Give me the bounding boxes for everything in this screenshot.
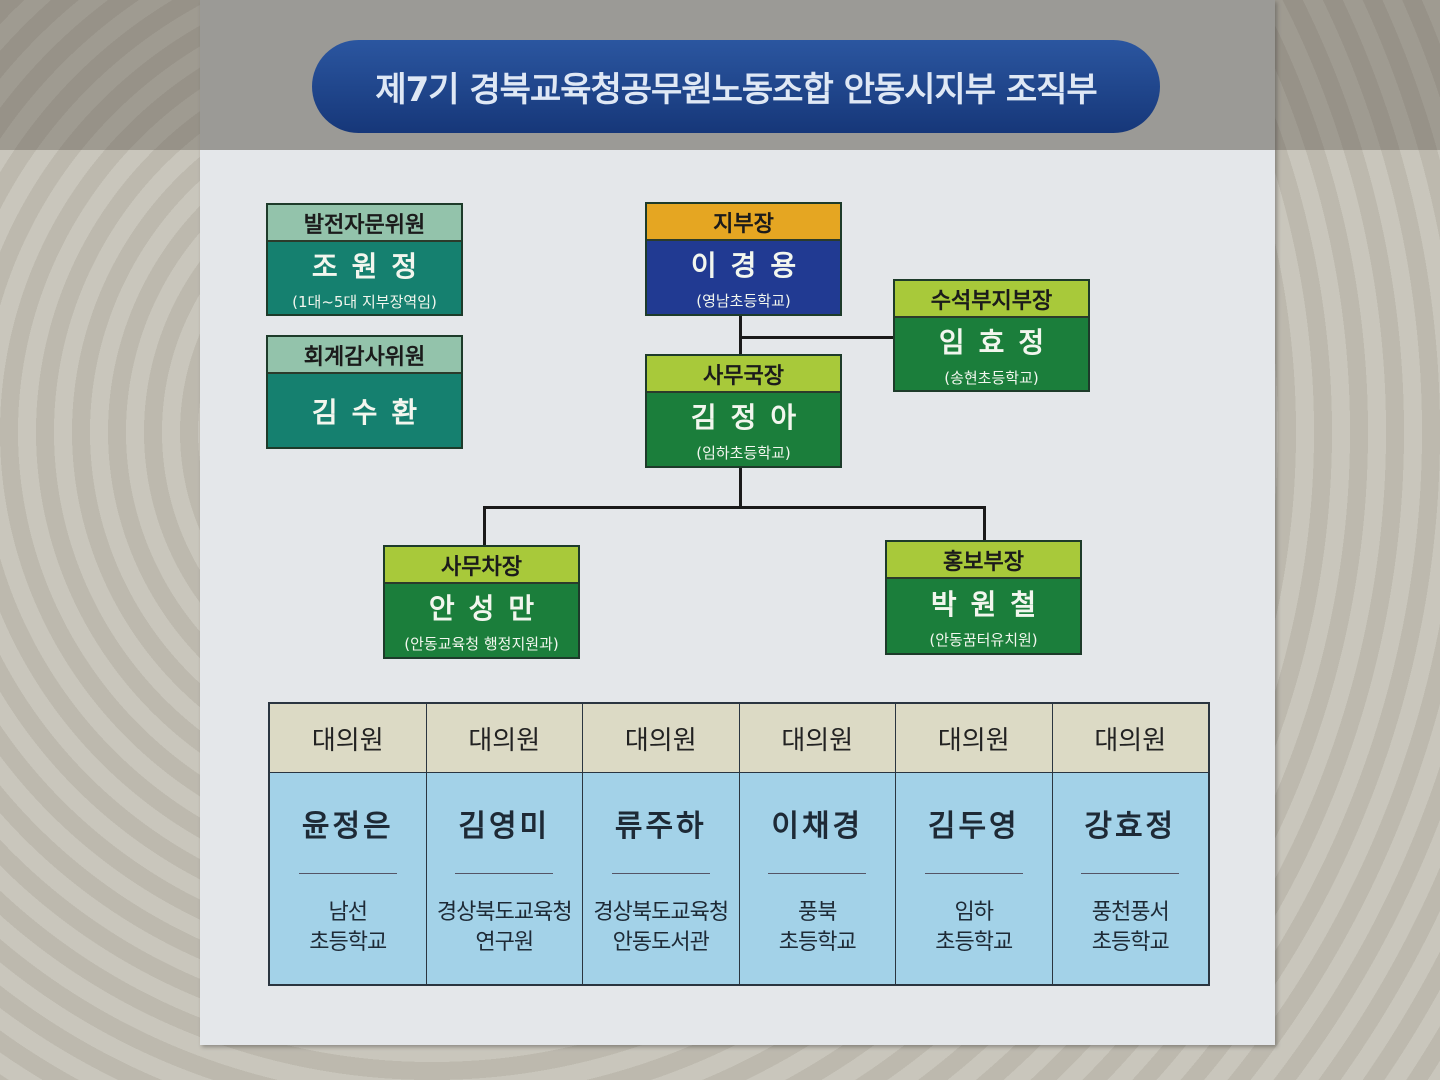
role-label: 대의원 <box>739 704 895 773</box>
affiliation: 풍천풍서 초등학교 <box>1091 900 1170 955</box>
person-name: 조원정 <box>311 249 432 283</box>
connector-line <box>739 315 742 355</box>
role-label: 대의원 <box>270 704 426 773</box>
divider <box>611 873 710 874</box>
person-name: 이경용 <box>690 249 811 282</box>
divider <box>455 873 554 874</box>
person-name: 김영미 <box>458 809 551 844</box>
affiliation: (영남초등학교) <box>696 292 791 310</box>
affiliation: 남선 초등학교 <box>309 900 387 955</box>
connector-line <box>983 506 986 541</box>
role-label: 대의원 <box>896 704 1052 773</box>
chief-box: 지부장 이경용 (영남초등학교) <box>645 202 842 316</box>
person-name: 이채경 <box>771 809 864 844</box>
affiliation: (송현초등학교) <box>944 368 1039 387</box>
chart-title: 제7기 경북교육청공무원노동조합 안동시지부 조직부 <box>312 40 1160 133</box>
affiliation: 경상북도교육청 안동도서관 <box>593 900 729 955</box>
connector-line <box>739 467 742 508</box>
secretary-general-box: 사무국장 김정아 (임하초등학교) <box>645 354 842 468</box>
role-label: 대의원 <box>1052 704 1208 773</box>
person-name: 안성만 <box>428 592 549 625</box>
affiliation: 풍북 초등학교 <box>778 900 857 955</box>
person-name: 김두영 <box>927 809 1020 844</box>
role-label: 회계감사위원 <box>268 337 461 374</box>
person-name: 임효정 <box>938 325 1059 359</box>
role-label: 사무국장 <box>647 356 840 393</box>
role-label: 대의원 <box>426 704 582 773</box>
pr-head-box: 홍보부장 박원철 (안동꿈터유치원) <box>885 540 1082 655</box>
divider <box>768 873 867 874</box>
affiliation: 경상북도교육청 연구원 <box>436 900 573 955</box>
connector-line <box>483 506 486 546</box>
senior-vice-box: 수석부지부장 임효정 (송현초등학교) <box>893 279 1090 392</box>
divider <box>1081 873 1180 874</box>
affiliation: (임하초등학교) <box>696 444 791 462</box>
person-name: 류주하 <box>614 809 707 844</box>
divider <box>298 873 397 874</box>
role-label: 지부장 <box>647 204 840 241</box>
person-name: 박원철 <box>930 587 1051 621</box>
deputy-secretary-box: 사무차장 안성만 (안동교육청 행정지원과) <box>383 545 580 659</box>
person-name: 강효정 <box>1084 809 1177 844</box>
note: (1대~5대 지부장역임) <box>292 292 437 311</box>
connector-line <box>740 336 893 339</box>
affiliation: (안동꿈터유치원) <box>929 630 1038 649</box>
person-name: 김수환 <box>311 395 432 429</box>
auditor-box: 회계감사위원 김수환 <box>266 335 463 449</box>
affiliation: (안동교육청 행정지원과) <box>404 635 559 653</box>
advisor-box: 발전자문위원 조원정 (1대~5대 지부장역임) <box>266 203 463 316</box>
divider <box>924 873 1023 874</box>
connector-line <box>483 506 986 509</box>
role-label: 홍보부장 <box>887 542 1080 579</box>
person-name: 김정아 <box>690 401 811 434</box>
role-label: 발전자문위원 <box>268 205 461 242</box>
role-label: 사무차장 <box>385 547 578 584</box>
person-name: 윤정은 <box>301 809 394 844</box>
role-label: 수석부지부장 <box>895 281 1088 318</box>
role-label: 대의원 <box>583 704 739 773</box>
affiliation: 임하 초등학교 <box>935 900 1013 955</box>
